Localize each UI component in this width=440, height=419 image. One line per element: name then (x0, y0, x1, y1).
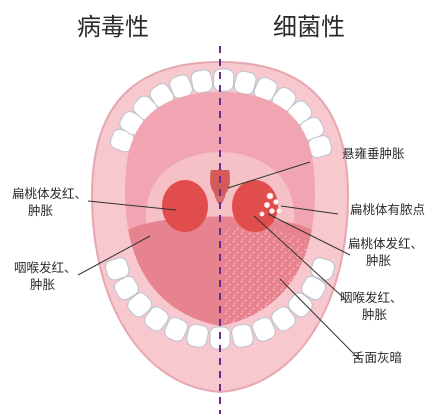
label-tongue: 舌面灰暗 (352, 350, 402, 365)
tooth (114, 275, 139, 301)
tooth (127, 292, 153, 318)
pus-spots (259, 192, 282, 217)
header-bacterial: 细菌性 (273, 13, 345, 41)
tooth (186, 323, 209, 348)
tooth (212, 68, 235, 92)
label-right-pharynx: 咽喉发红、 肿胀 (340, 290, 407, 322)
leader-left-tonsil (87, 200, 177, 211)
tooth (105, 257, 130, 281)
tooth (287, 292, 313, 318)
tooth (164, 316, 188, 342)
tooth (144, 306, 169, 332)
tooth (231, 323, 254, 348)
label-left-tonsil: 扁桃体发红、 肿胀 (12, 186, 91, 218)
leader-tongue (279, 278, 361, 361)
leader-left-pharynx (77, 235, 151, 276)
label-pus: 扁桃体有脓点 (350, 202, 425, 217)
tooth (310, 257, 335, 281)
leader-right-tonsil (267, 213, 351, 256)
teeth (105, 68, 335, 350)
leader-right-pharynx (253, 215, 347, 301)
tooth (301, 275, 326, 301)
tooth (233, 70, 257, 95)
tooth (252, 316, 276, 342)
label-uvula: 悬雍垂肿胀 (342, 146, 405, 161)
label-right-tonsil: 扁桃体发红、 肿胀 (348, 236, 427, 268)
leader-uvula (227, 161, 311, 189)
header-viral: 病毒性 (77, 13, 149, 41)
leader-pus (280, 205, 339, 215)
label-left-pharynx: 咽喉发红、 肿胀 (14, 260, 81, 292)
tooth (271, 306, 296, 332)
tooth (190, 69, 214, 94)
